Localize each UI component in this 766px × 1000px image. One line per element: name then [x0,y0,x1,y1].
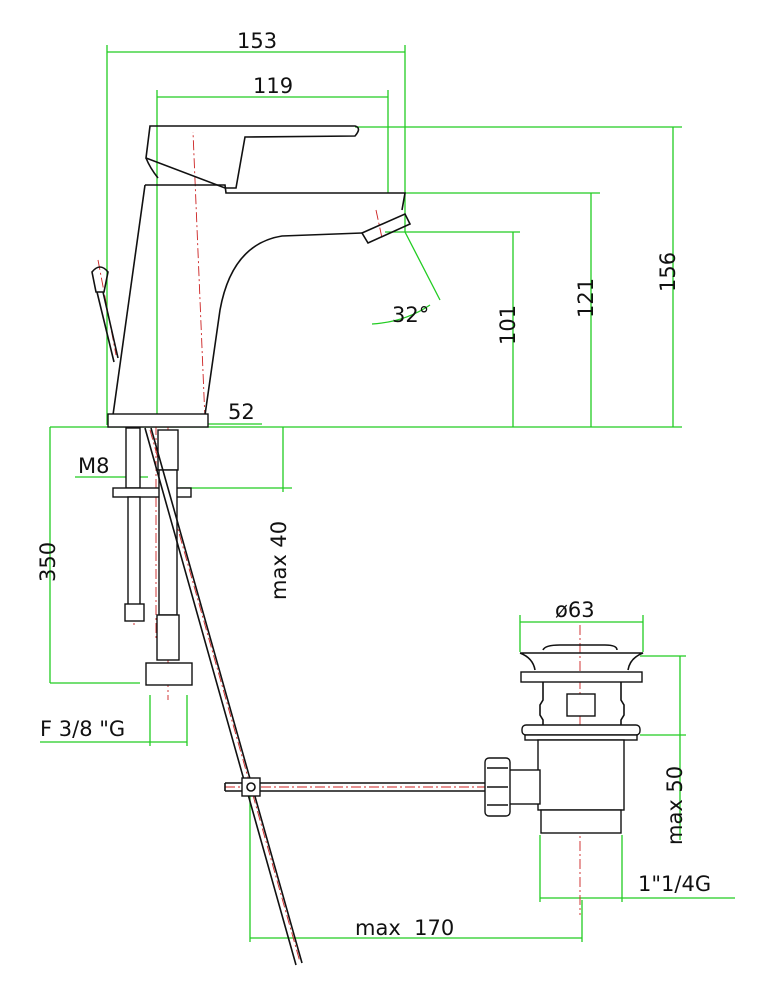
hose-nut-large [145,662,193,686]
label-hose-length: 350 [36,542,60,582]
rod-clamp [241,777,261,797]
aerator [360,212,412,245]
faucet-handle [145,125,360,189]
label-rod-thread: M8 [78,454,109,478]
dimension-labels: 153 119 156 121 101 32° 52 350 max 40 M8… [36,29,711,940]
label-aerator-angle: 32° [392,303,429,327]
flexible-hose [158,469,178,616]
dimension-lines [40,45,735,942]
label-spout-reach: 119 [253,74,293,98]
pop-up-drain [484,644,644,834]
pull-rod-diagonal [144,427,303,966]
label-hose-connection: F 3/8 "G [40,717,125,741]
threaded-rod [125,427,141,489]
label-max-deck-thickness: max 40 [267,521,291,600]
fixing-plate [112,487,192,498]
faucet-body [107,125,412,428]
label-overall-width: 153 [237,29,277,53]
label-base-diameter: 52 [228,400,255,424]
label-drain-max-height: max 50 [663,766,687,845]
hose-nut-small [124,603,145,622]
label-spout-height: 121 [574,278,598,318]
label-drain-thread: 1"1/4G [638,872,711,896]
faucet-base [107,413,209,428]
under-deck-fittings [112,427,303,966]
pull-rod [224,777,490,797]
label-rod-max-length: max 170 [355,916,454,940]
label-drain-diameter: ø63 [555,598,595,622]
label-outlet-height: 101 [496,305,520,345]
label-overall-height: 156 [656,252,680,292]
pop-up-knob [91,266,119,363]
